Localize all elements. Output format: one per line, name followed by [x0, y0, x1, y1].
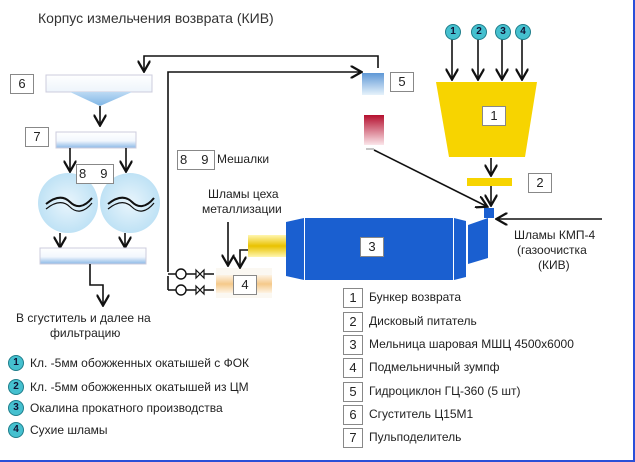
disc-feeder-2 — [467, 178, 512, 186]
mixers-label: Мешалки — [217, 152, 270, 166]
diagram-title: Корпус измельчения возврата (КИВ) — [38, 10, 274, 26]
feed-circle-3: 3 — [495, 24, 511, 40]
feed-circle-1: 1 — [445, 24, 461, 40]
feed-legend-circle-3: 3 — [8, 400, 24, 416]
collector-trough — [39, 247, 147, 265]
legend-num-4: 4 — [343, 358, 363, 378]
legend-label-6: Сгуститель Ц15М1 — [369, 407, 474, 421]
feed-legend-label-2: Кл. -5мм обожженных окатышей из ЦМ — [30, 380, 249, 394]
mixers-label-8: 8 — [180, 152, 188, 167]
legend-label-3: Мельница шаровая МШЦ 4500х6000 — [369, 337, 574, 351]
label-8: 8 — [79, 166, 87, 181]
mill-discharge-pipe — [248, 235, 286, 257]
feed-legend-circle-4: 4 — [8, 422, 24, 438]
legend-label-7: Пульподелитель — [369, 430, 462, 444]
feed-circle-2: 2 — [471, 24, 487, 40]
legend-num-1: 1 — [343, 288, 363, 308]
label-box-1: 1 — [482, 106, 506, 126]
pump-valve-assembly — [167, 268, 214, 296]
metallization-sludge-line1: Шламы цеха — [208, 187, 279, 201]
legend-label-2: Дисковый питатель — [369, 314, 477, 328]
legend-num-3: 3 — [343, 335, 363, 355]
kmp-sludge-line3: (КИВ) — [538, 258, 570, 272]
label-box-7: 7 — [25, 127, 49, 147]
legend-num-7: 7 — [343, 428, 363, 448]
feed-legend-label-1: Кл. -5мм обожженных окатышей с ФОК — [30, 356, 250, 370]
feed-legend-label-3: Окалина прокатного производства — [30, 401, 223, 415]
label-box-4: 4 — [233, 275, 257, 295]
legend-label-4: Подмельничный зумпф — [369, 360, 500, 374]
mixer-9 — [100, 173, 160, 233]
legend-label-1: Бункер возврата — [369, 290, 462, 304]
label-box-6: 6 — [10, 74, 34, 94]
label-box-5: 5 — [390, 72, 414, 92]
output-line2: фильтрацию — [50, 326, 121, 340]
legend-num-5: 5 — [343, 382, 363, 402]
legend-num-2: 2 — [343, 312, 363, 332]
feed-legend-circle-1: 1 — [8, 355, 24, 371]
legend-label-5: Гидроциклон ГЦ-360 (5 шт) — [369, 384, 521, 398]
kmp-sludge-line1: Шламы КМП-4 — [514, 228, 596, 242]
kmp-sludge-line2: (газоочистка — [517, 243, 587, 257]
feed-circle-4: 4 — [515, 24, 531, 40]
thickener-6 — [45, 74, 153, 106]
pulp-distributor-7 — [55, 131, 137, 149]
ball-mill-3 — [286, 208, 494, 280]
mixer-8 — [38, 173, 98, 233]
label-9: 9 — [100, 166, 108, 181]
mixers-label-9: 9 — [201, 152, 209, 167]
feed-legend-circle-2: 2 — [8, 379, 24, 395]
legend-num-6: 6 — [343, 405, 363, 425]
label-box-3: 3 — [360, 237, 384, 257]
label-box-2: 2 — [528, 173, 552, 193]
output-line1: В сгуститель и далее на — [16, 311, 151, 325]
feed-legend-label-4: Сухие шламы — [30, 423, 108, 437]
hydrocyclone-5 — [362, 73, 384, 150]
metallization-sludge-line2: металлизации — [202, 202, 282, 216]
